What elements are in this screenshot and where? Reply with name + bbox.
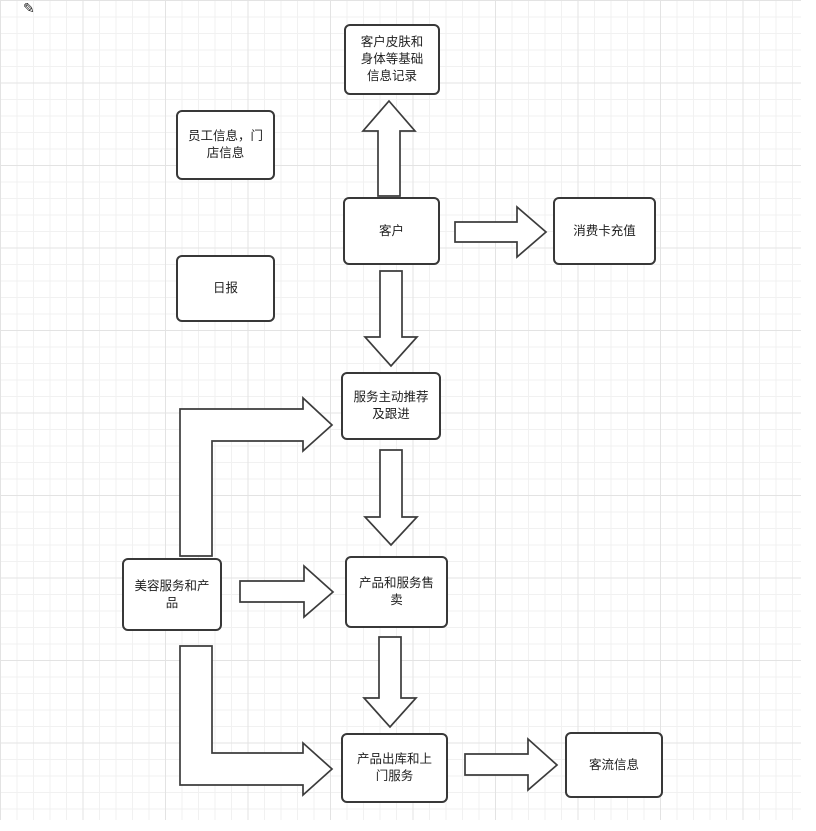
node-customer-flow[interactable]: 客流信息 <box>565 732 663 798</box>
arrow-customer-to-card-recharge[interactable] <box>454 205 548 259</box>
node-daily-report[interactable]: 日报 <box>176 255 275 322</box>
node-beauty-services[interactable]: 美容服务和产品 <box>122 558 222 631</box>
arrow-product-sales-to-product-outbound[interactable] <box>362 636 418 729</box>
node-card-recharge[interactable]: 消费卡充值 <box>553 197 656 265</box>
canvas-marker-icon: ✎ <box>23 0 35 16</box>
arrow-customer-to-service-recommend[interactable] <box>363 270 419 368</box>
arrow-product-outbound-to-customer-flow[interactable] <box>464 737 559 792</box>
node-customer-info-record[interactable]: 客户皮肤和身体等基础信息记录 <box>344 24 440 95</box>
node-product-outbound[interactable]: 产品出库和上门服务 <box>341 733 448 803</box>
arrow-customer-to-info-record[interactable] <box>361 99 417 197</box>
arrow-beauty-services-to-service-recommend[interactable] <box>179 396 334 557</box>
arrow-beauty-services-to-product-sales[interactable] <box>239 564 335 619</box>
node-service-recommend[interactable]: 服务主动推荐及跟进 <box>341 372 441 440</box>
arrow-beauty-services-to-product-outbound[interactable] <box>179 645 334 797</box>
arrow-service-recommend-to-product-sales[interactable] <box>363 449 419 547</box>
node-employee-store-info[interactable]: 员工信息，门店信息 <box>176 110 275 180</box>
node-customer[interactable]: 客户 <box>343 197 440 265</box>
node-product-sales[interactable]: 产品和服务售卖 <box>345 556 448 628</box>
